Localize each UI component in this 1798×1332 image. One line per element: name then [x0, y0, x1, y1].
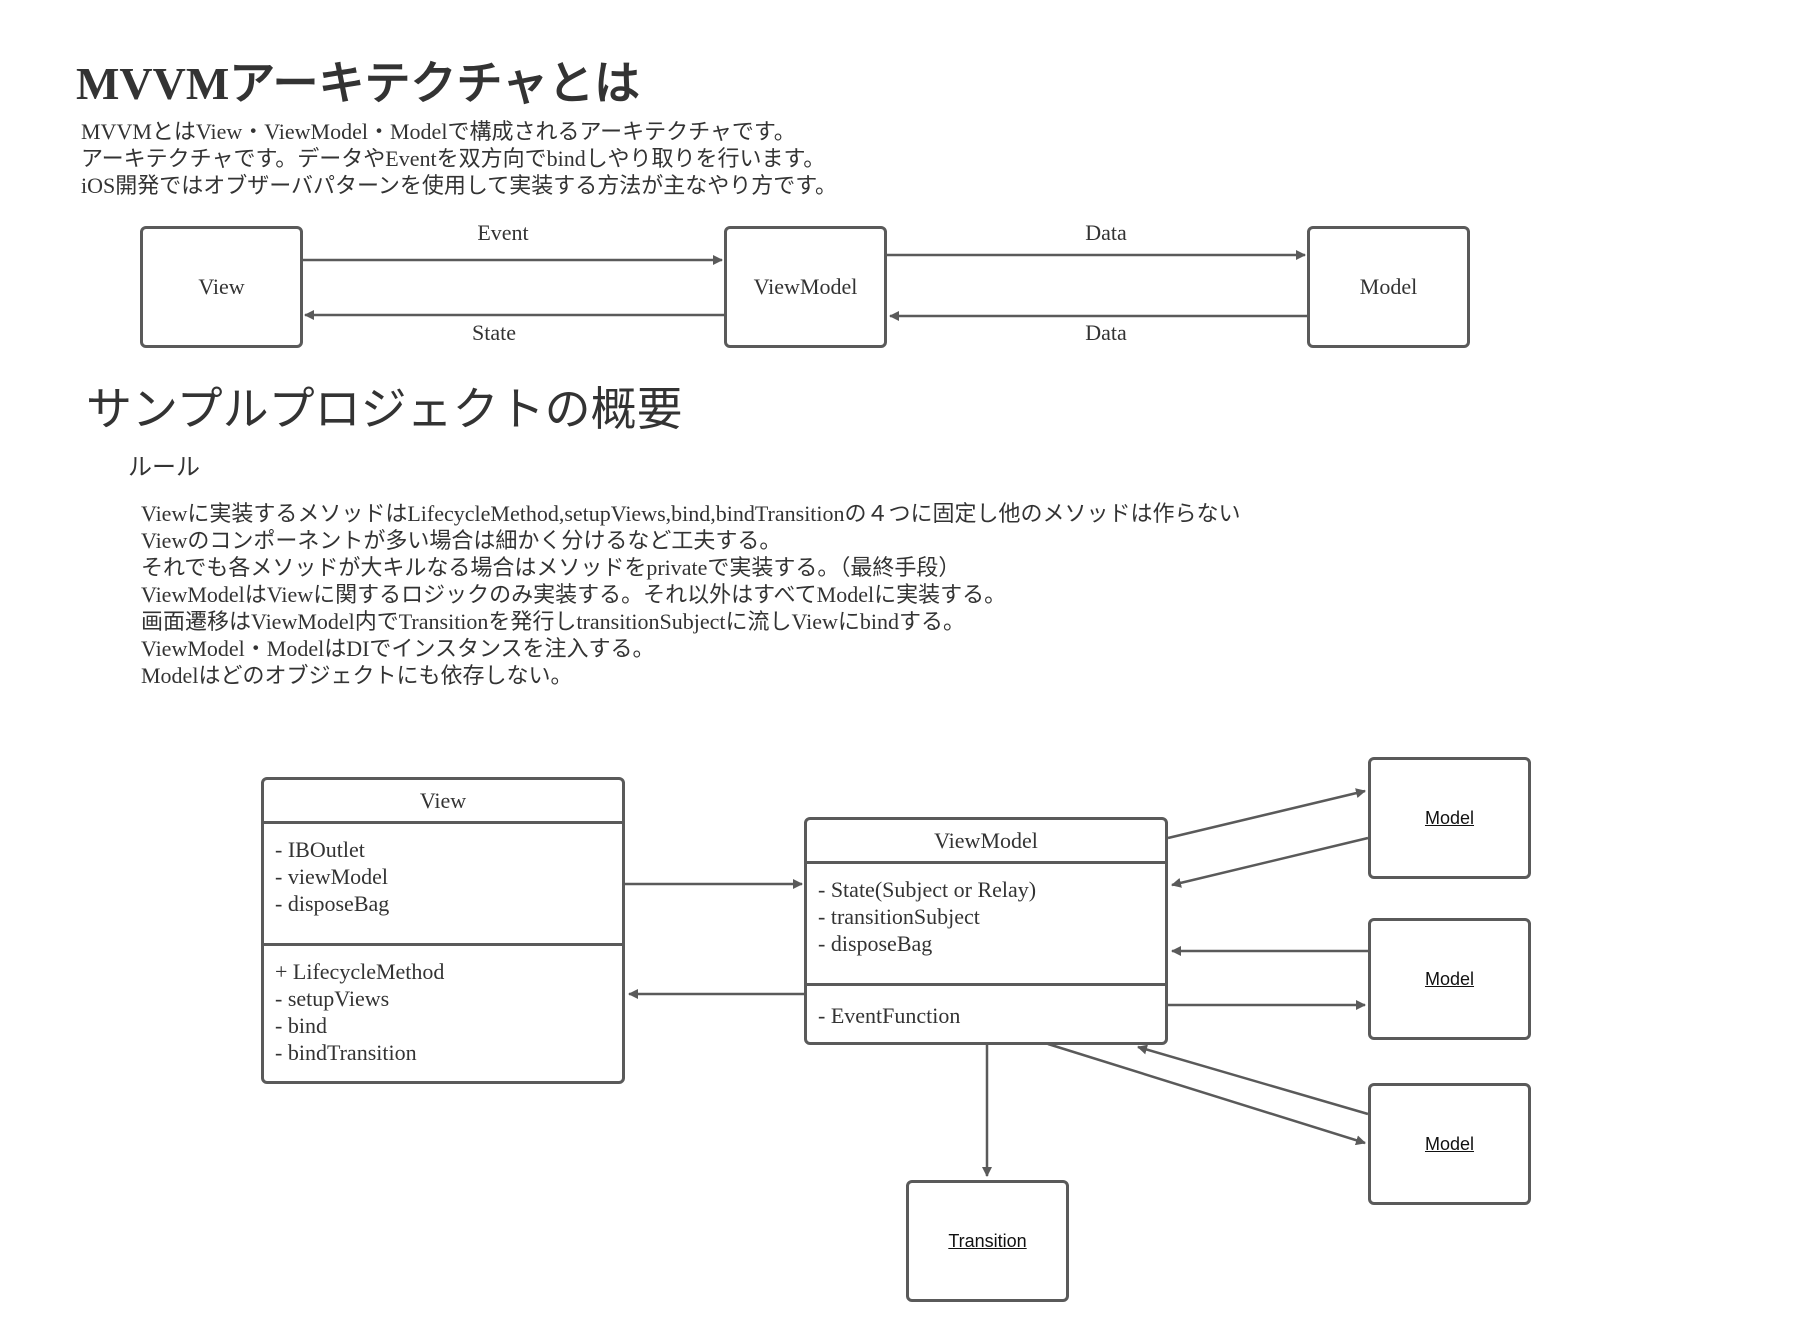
model3-to-viewmodel-arrow	[1137, 1044, 1369, 1116]
attribute: - State(Subject or Relay)	[818, 877, 1037, 902]
event-label: Event	[477, 220, 529, 245]
intro-line: MVVMとはView・ViewModel・Modelで構成されるアーキテクチャで…	[81, 119, 796, 144]
model-box: Model	[1307, 226, 1470, 348]
intro-line: iOS開発ではオブザーバパターンを使用して実装する方法が主なやり方です。	[81, 173, 838, 198]
intro-line: アーキテクチャです。データやEventを双方向でbindしやり取りを行います。	[81, 146, 826, 171]
viewmodel-class-methods: - EventFunction	[807, 983, 1165, 1029]
viewmodel-to-model1-arrow	[1167, 788, 1366, 840]
viewmodel-box: ViewModel	[724, 226, 887, 348]
intro-text: MVVMとはView・ViewModel・Modelで構成されるアーキテクチャで…	[81, 118, 837, 199]
model-box-1: Model	[1368, 757, 1531, 879]
rule-item: ViewModel・ModelはDIでインスタンスを注入する。	[141, 636, 655, 661]
method: - bindTransition	[275, 1040, 417, 1065]
rule-item: それでも各メソッドが大キルなる場合はメソッドをprivateで実装する。（最終手…	[141, 555, 961, 580]
data-label-top: Data	[1085, 220, 1127, 245]
rule-item: Modelはどのオブジェクトにも依存しない。	[141, 663, 573, 688]
section-title: サンプルプロジェクトの概要	[86, 384, 683, 435]
data-label-bottom: Data	[1085, 320, 1127, 345]
attribute: - IBOutlet	[275, 837, 365, 862]
attribute: - transitionSubject	[818, 904, 980, 929]
transition-box: Transition	[906, 1180, 1069, 1302]
viewmodel-class-box: ViewModel - State(Subject or Relay) - tr…	[804, 817, 1168, 1045]
model-box-2: Model	[1368, 918, 1531, 1040]
view-class-methods: + LifecycleMethod - setupViews - bind - …	[264, 943, 622, 1066]
attribute: - disposeBag	[818, 931, 933, 956]
viewmodel-class-name: ViewModel	[807, 820, 1165, 864]
model1-to-viewmodel-arrow	[1171, 836, 1369, 888]
view-box: View	[140, 226, 303, 348]
rules-list: Viewに実装するメソッドはLifecycleMethod,setupViews…	[141, 500, 1241, 689]
view-class-attributes: - IBOutlet - viewModel - disposeBag	[264, 824, 622, 943]
rule-item: Viewのコンポーネントが多い場合は細かく分けるなど工夫する。	[141, 528, 782, 553]
state-label: State	[472, 320, 516, 345]
view-class-box: View - IBOutlet - viewModel - disposeBag…	[261, 777, 625, 1084]
model-box-3: Model	[1368, 1083, 1531, 1205]
method: - setupViews	[275, 986, 390, 1011]
viewmodel-to-model3-arrow	[1047, 1042, 1366, 1146]
rules-heading: ルール	[128, 455, 200, 481]
method: - EventFunction	[818, 1003, 961, 1028]
view-class-name: View	[264, 780, 622, 824]
attribute: - disposeBag	[275, 891, 390, 916]
viewmodel-class-attributes: - State(Subject or Relay) - transitionSu…	[807, 864, 1165, 983]
rule-item: Viewに実装するメソッドはLifecycleMethod,setupViews…	[141, 501, 1241, 526]
method: + LifecycleMethod	[275, 959, 445, 984]
attribute: - viewModel	[275, 864, 389, 889]
rule-item: 画面遷移はViewModel内でTransitionを発行しtransition…	[141, 609, 965, 634]
rule-item: ViewModelはViewに関するロジックのみ実装する。それ以外はすべてMod…	[141, 582, 1007, 607]
page-title: MVVMアーキテクチャとは	[76, 58, 641, 109]
method: - bind	[275, 1013, 327, 1038]
